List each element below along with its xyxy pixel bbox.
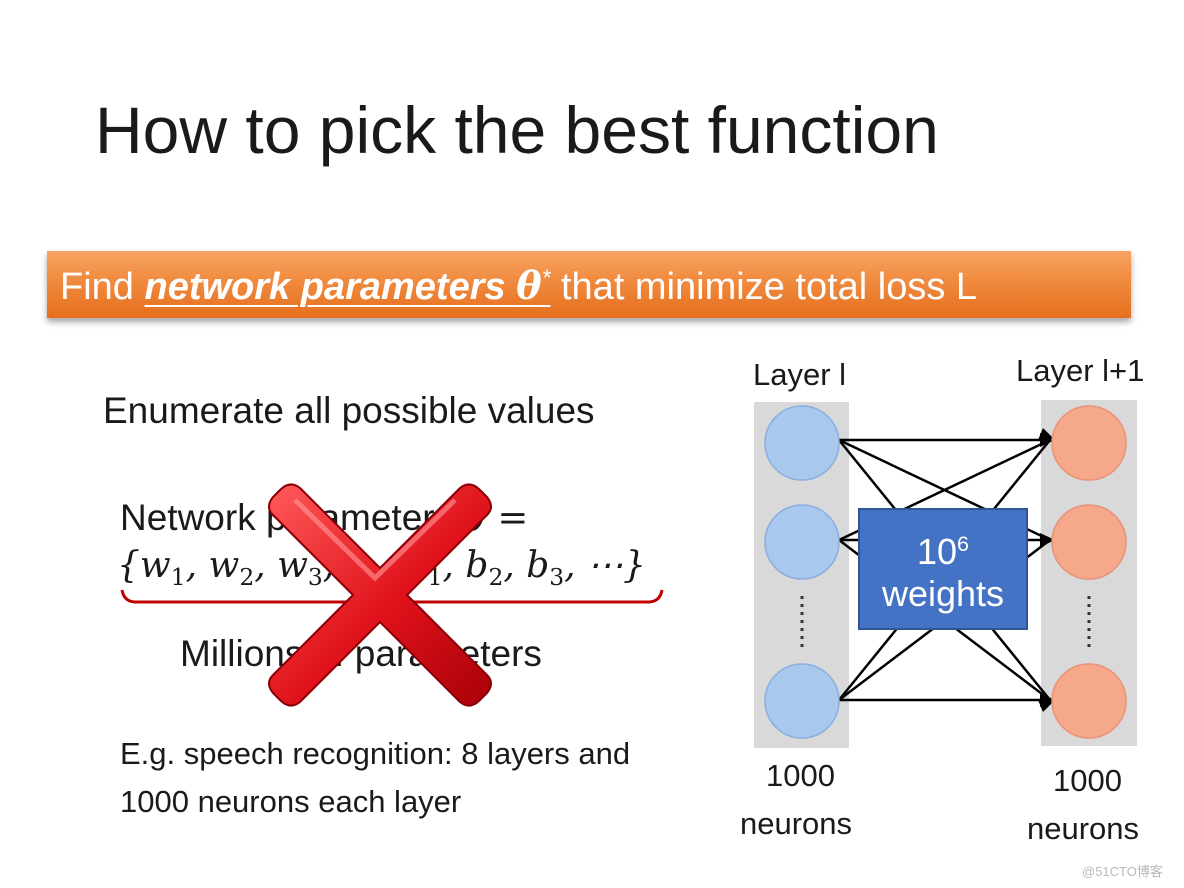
neuron-right xyxy=(1051,663,1127,739)
banner-emphasis: network parameters θ* xyxy=(144,263,551,308)
weights-label: weights xyxy=(881,573,1005,614)
neuron-left xyxy=(764,405,840,481)
goal-banner-text: Find network parameters θ* that minimize… xyxy=(60,263,977,309)
right-neuron-count: 1000 xyxy=(1053,763,1122,798)
neuron-left xyxy=(764,663,840,739)
example-line-1: E.g. speech recognition: 8 layers and xyxy=(120,736,631,771)
layer-l-label: Layer l xyxy=(753,357,847,392)
slide-title: How to pick the best function xyxy=(95,93,939,167)
arrowheads xyxy=(1038,428,1055,712)
goal-banner xyxy=(47,251,1131,318)
banner-emphasis-text: network parameters xyxy=(144,266,517,308)
weights-base: 10 xyxy=(916,531,958,572)
weights-count: 106 xyxy=(860,524,1026,572)
right-neuron-unit: neurons xyxy=(1027,811,1140,846)
banner-suffix: that minimize total loss L xyxy=(550,266,978,308)
cross-icon xyxy=(268,483,492,707)
left-neuron-unit: neurons xyxy=(740,806,853,841)
neuron-left xyxy=(764,504,840,580)
banner-star: * xyxy=(541,264,551,291)
neuron-right xyxy=(1051,405,1127,481)
layer-l1-label: Layer l+1 xyxy=(1016,353,1145,388)
neuron-right xyxy=(1051,504,1127,580)
weights-box: 106 weights xyxy=(858,508,1028,630)
ellipsis-dots xyxy=(800,596,1091,650)
watermark: @51CTO博客 xyxy=(1082,864,1163,879)
banner-prefix: Find xyxy=(60,266,145,308)
enumerate-text: Enumerate all possible values xyxy=(103,390,595,431)
banner-theta: θ xyxy=(516,263,542,308)
left-neuron-count: 1000 xyxy=(766,758,835,793)
example-line-2: 1000 neurons each layer xyxy=(120,784,462,819)
weights-exp: 6 xyxy=(957,531,970,556)
